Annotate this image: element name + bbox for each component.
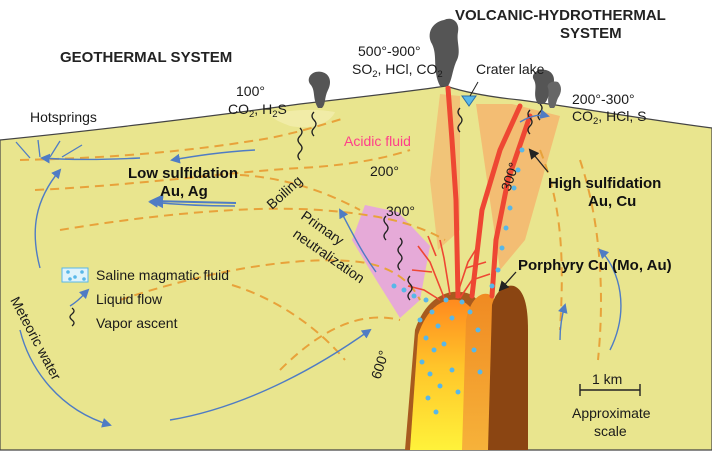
crater-lake-label: Crater lake [476, 61, 545, 77]
isotherm-left-deep [231, 284, 346, 361]
acidic-fluid-label: Acidic fluid [344, 133, 411, 149]
vent-gases: SO2, HCl, CO2 [352, 61, 443, 80]
isotherm-100 [19, 117, 346, 161]
flow-arrow-right-top [519, 109, 550, 123]
legend-saline-dots [66, 270, 86, 281]
saline-fluid-dots [391, 147, 525, 415]
vent-smoke-plume [429, 18, 459, 86]
isotherm-400 [119, 259, 421, 301]
legend-liquid-label: Liquid flow [96, 291, 163, 307]
porphyry-label: Porphyry Cu (Mo, Au) [518, 257, 672, 274]
left-fumarole-gases: CO2, H2S [228, 101, 287, 120]
volcanic-title-line2: SYSTEM [560, 25, 622, 42]
low-sulfidation-line2: Au, Ag [160, 183, 208, 200]
crater-lake-leader [469, 81, 479, 97]
flow-arrow-top-left [170, 149, 256, 164]
isotherm-200-label: 200° [370, 163, 399, 179]
flow-arrow-left-loop [34, 168, 62, 269]
isotherm-right-300 [539, 149, 563, 331]
legend-vapor-label: Vapor ascent [96, 315, 178, 331]
flow-arrow-meteoric [169, 328, 372, 421]
flow-arrow-neutral [339, 208, 377, 273]
conduit-left [445, 85, 461, 299]
vent-temperature: 500°-900° [358, 43, 421, 59]
flow-arrow-surface-left [40, 153, 141, 164]
isotherm-200-branch [239, 174, 361, 211]
geothermal-title: GEOTHERMAL SYSTEM [60, 49, 232, 66]
right-fumarole-temp: 200°-300° [572, 91, 635, 107]
left-acid-alteration [270, 109, 335, 128]
left-fumarole-temp: 100° [236, 83, 265, 99]
high-sulf-pointer [528, 148, 549, 173]
primary-neutralization-zone [352, 205, 430, 318]
left-fumarole-plume [308, 71, 330, 108]
stockwork-veins [407, 235, 491, 301]
conduit-right-outer [489, 113, 533, 299]
isotherm-lines [19, 117, 602, 371]
high-sulfidation-line2: Au, Cu [588, 193, 636, 210]
magmatic-conduits [445, 85, 533, 299]
vapor-ascent-squiggles [297, 103, 543, 301]
legend-vapor-squiggle [69, 307, 75, 327]
magma-brown-lobe [488, 285, 528, 450]
right-fumarole-gases: CO2, HCl, S [572, 108, 647, 127]
flow-arrow-right-loop [598, 248, 622, 351]
low-sulfidation-line1: Low sulfidation [128, 165, 238, 182]
crater-lake-marker [461, 95, 477, 107]
right-small-plume [547, 81, 561, 108]
conduit-right [469, 103, 523, 299]
high-sulfidation-line1: High sulfidation [548, 175, 661, 192]
flow-arrow-bottom-left [19, 329, 112, 428]
hotsprings-vents [15, 139, 83, 159]
scale-value-label: 1 km [592, 371, 622, 387]
isotherm-200-left [34, 149, 411, 191]
legend-liquid-arrow [69, 288, 90, 307]
flow-arrow-right-return [558, 303, 568, 341]
liquid-flow-arrows [19, 109, 622, 428]
isotherm-300-left [59, 207, 446, 241]
low-sulf-arrow [149, 194, 237, 209]
scale-bar [579, 384, 641, 396]
legend-saline-label: Saline magmatic fluid [96, 267, 229, 283]
isotherm-600 [279, 316, 401, 371]
scale-caption-line1: Approximate [572, 405, 651, 421]
isotherm-300-left-label: 300° [386, 203, 415, 219]
porphyry-pointer [498, 271, 517, 292]
scale-caption-line2: scale [594, 423, 627, 439]
volcanic-title-line1: VOLCANIC-HYDROTHERMAL [455, 7, 666, 24]
hotsprings-label: Hotsprings [30, 109, 97, 125]
